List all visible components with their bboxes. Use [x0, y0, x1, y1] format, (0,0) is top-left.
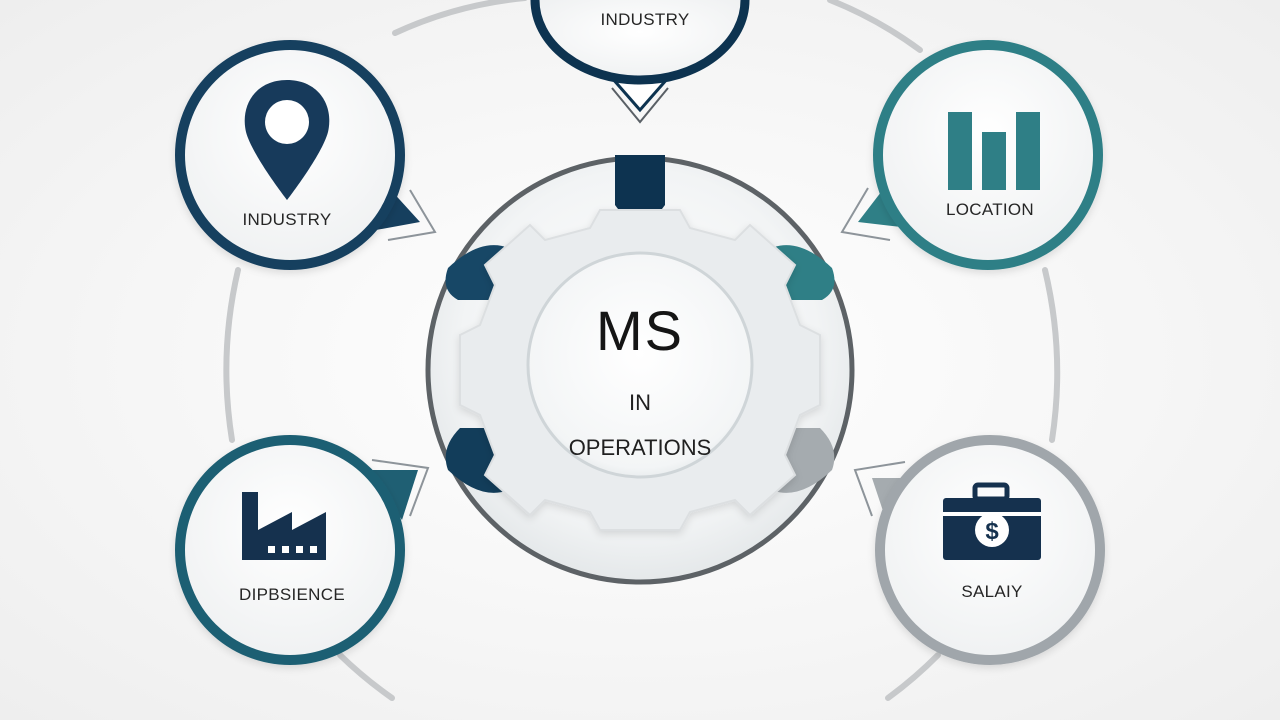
hub-title: MS — [596, 299, 684, 362]
hub-inner-circle — [526, 251, 754, 479]
outer-ring-arc-right — [1042, 267, 1061, 443]
factory-icon — [242, 492, 326, 560]
node-bottom-left-label: DIPBSIENCE — [239, 585, 345, 604]
node-top-chevron — [611, 87, 669, 124]
central-hub: MS IN OPERATIONS — [425, 155, 855, 585]
node-top-circle — [530, 0, 750, 85]
node-top-right-chevron — [840, 187, 891, 241]
briefcase-dollar-icon: $ — [943, 482, 1041, 560]
outer-ring-arc-bottom-left — [337, 652, 395, 701]
node-top-right-label: LOCATION — [946, 200, 1034, 219]
outer-ring-arc-left — [223, 267, 241, 443]
node-top: INDUSTRY — [530, 0, 750, 124]
node-top-left-label: INDUSTRY — [243, 210, 332, 229]
location-pin-icon — [244, 80, 330, 200]
petal-top — [615, 155, 665, 223]
node-top-label: INDUSTRY — [601, 10, 690, 29]
node-top-right: LOCATION — [840, 40, 1103, 270]
outer-ring — [223, 0, 1061, 701]
node-bottom-right-chevron — [853, 461, 906, 517]
node-bottom-right: $ SALAIY — [853, 435, 1105, 665]
node-bottom-left: DIPBSIENCE — [175, 435, 430, 665]
node-bottom-right-label: SALAIY — [961, 582, 1022, 601]
hub-subtitle-operations: OPERATIONS — [569, 435, 712, 460]
node-top-left-chevron — [387, 189, 437, 241]
svg-text:$: $ — [985, 518, 999, 545]
outer-ring-arc-top-right — [827, 0, 923, 53]
hub-subtitle-in: IN — [629, 390, 651, 415]
node-top-left: INDUSTRY — [175, 40, 437, 270]
outer-ring-arc-top-left — [392, 0, 528, 36]
bar-chart-icon — [948, 112, 1040, 190]
outer-ring-arc-bottom-right — [885, 652, 941, 701]
node-bottom-left-chevron — [371, 459, 430, 517]
